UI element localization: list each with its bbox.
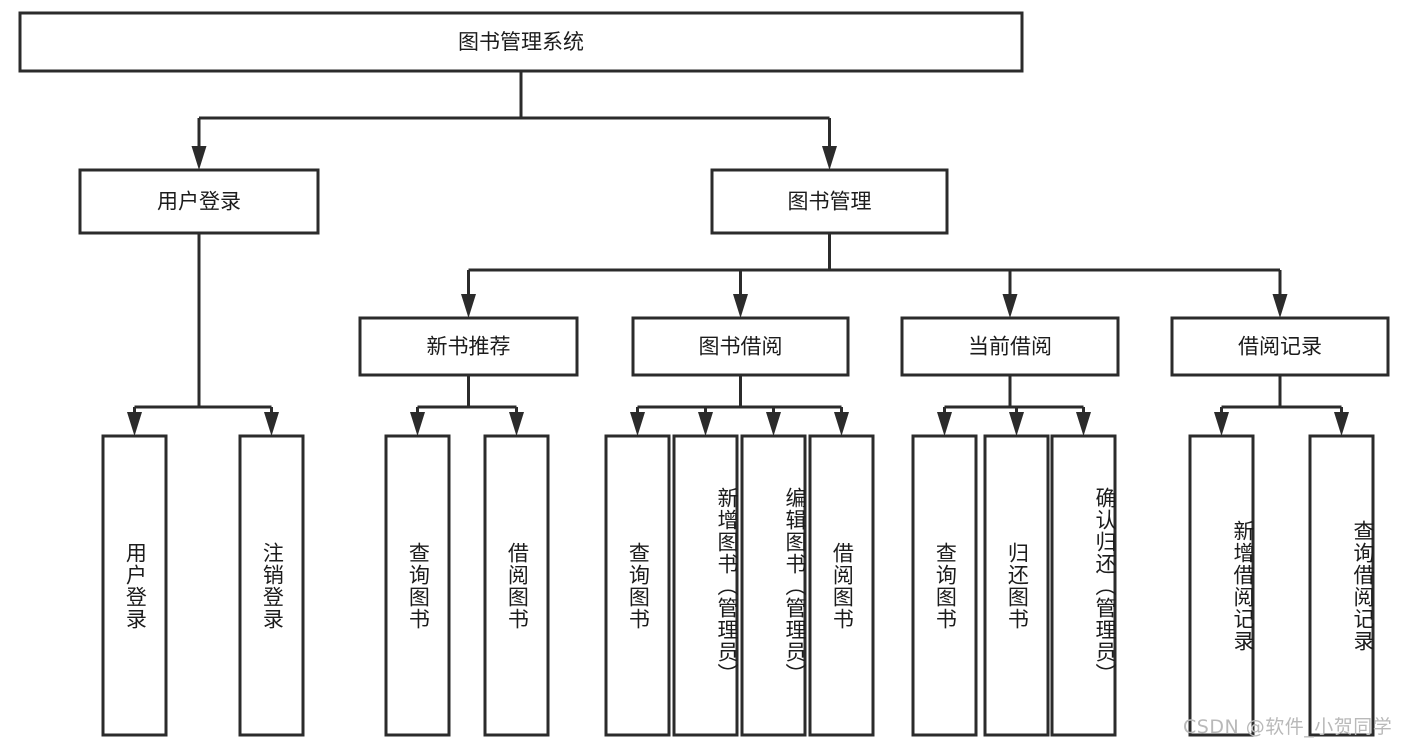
arrow-head-icon: [509, 412, 524, 436]
connector-layer: [127, 71, 1349, 436]
node-box-leaf-query-book-recommend[interactable]: [384, 434, 451, 737]
node-label-new-book-recommend: 新书推荐: [427, 335, 511, 359]
arrow-head-icon: [766, 412, 781, 436]
node-box-leaf-query-book-current[interactable]: [911, 434, 978, 737]
connector-group: [127, 233, 279, 436]
arrow-head-icon: [461, 294, 476, 318]
node-box-book-management[interactable]: [710, 168, 949, 235]
node-box-leaf-query-borrow-record[interactable]: [1308, 434, 1375, 737]
node-box-root[interactable]: [18, 11, 1024, 73]
connector-group: [191, 71, 837, 170]
arrow-head-icon: [1272, 294, 1288, 318]
node-label-current-borrow: 当前借阅: [968, 335, 1052, 359]
node-box-leaf-add-borrow-record[interactable]: [1188, 434, 1255, 737]
arrow-head-icon: [822, 146, 837, 170]
node-box-borrow-record[interactable]: [1170, 316, 1390, 377]
connector-group: [937, 375, 1091, 436]
connector-group: [630, 375, 849, 436]
watermark: CSDN @软件_小贺同学: [1183, 716, 1393, 738]
arrow-head-icon: [630, 412, 645, 436]
arrow-head-icon: [937, 412, 952, 436]
node-box-leaf-query-book-borrow[interactable]: [604, 434, 671, 737]
arrow-head-icon: [264, 412, 279, 436]
arrow-head-icon: [834, 412, 849, 436]
node-box-leaf-add-book[interactable]: [672, 434, 739, 737]
arrow-head-icon: [733, 294, 748, 318]
node-label-borrow-record: 借阅记录: [1238, 335, 1322, 359]
node-box-leaf-borrow-book-recommend[interactable]: [483, 434, 550, 737]
node-box-leaf-user-logout[interactable]: [238, 434, 305, 737]
connector-group: [1214, 375, 1349, 436]
node-box-book-borrow[interactable]: [631, 316, 850, 377]
node-box-leaf-user-login[interactable]: [101, 434, 168, 737]
node-label-root: 图书管理系统: [458, 30, 584, 54]
box-layer: [18, 11, 1390, 737]
node-box-leaf-edit-book[interactable]: [740, 434, 807, 737]
arrow-head-icon: [127, 412, 142, 436]
node-box-leaf-return-book[interactable]: [983, 434, 1050, 737]
connector-group: [410, 375, 524, 436]
arrow-head-icon: [1009, 412, 1024, 436]
node-label-user-login: 用户登录: [157, 190, 241, 214]
arrow-head-icon: [1214, 412, 1229, 436]
arrow-head-icon: [1076, 412, 1091, 436]
node-label-book-management: 图书管理: [788, 190, 872, 214]
arrow-head-icon: [410, 412, 425, 436]
arrow-head-icon: [1334, 412, 1349, 436]
arrow-head-icon: [698, 412, 713, 436]
node-box-leaf-confirm-return[interactable]: [1050, 434, 1117, 737]
arrow-head-icon: [191, 146, 207, 170]
node-box-current-borrow[interactable]: [900, 316, 1120, 377]
node-box-user-login[interactable]: [78, 168, 320, 235]
connector-group: [461, 233, 1288, 318]
node-label-book-borrow: 图书借阅: [699, 335, 783, 359]
arrow-head-icon: [1002, 294, 1018, 318]
node-box-new-book-recommend[interactable]: [358, 316, 579, 377]
node-box-leaf-borrow-book[interactable]: [808, 434, 875, 737]
